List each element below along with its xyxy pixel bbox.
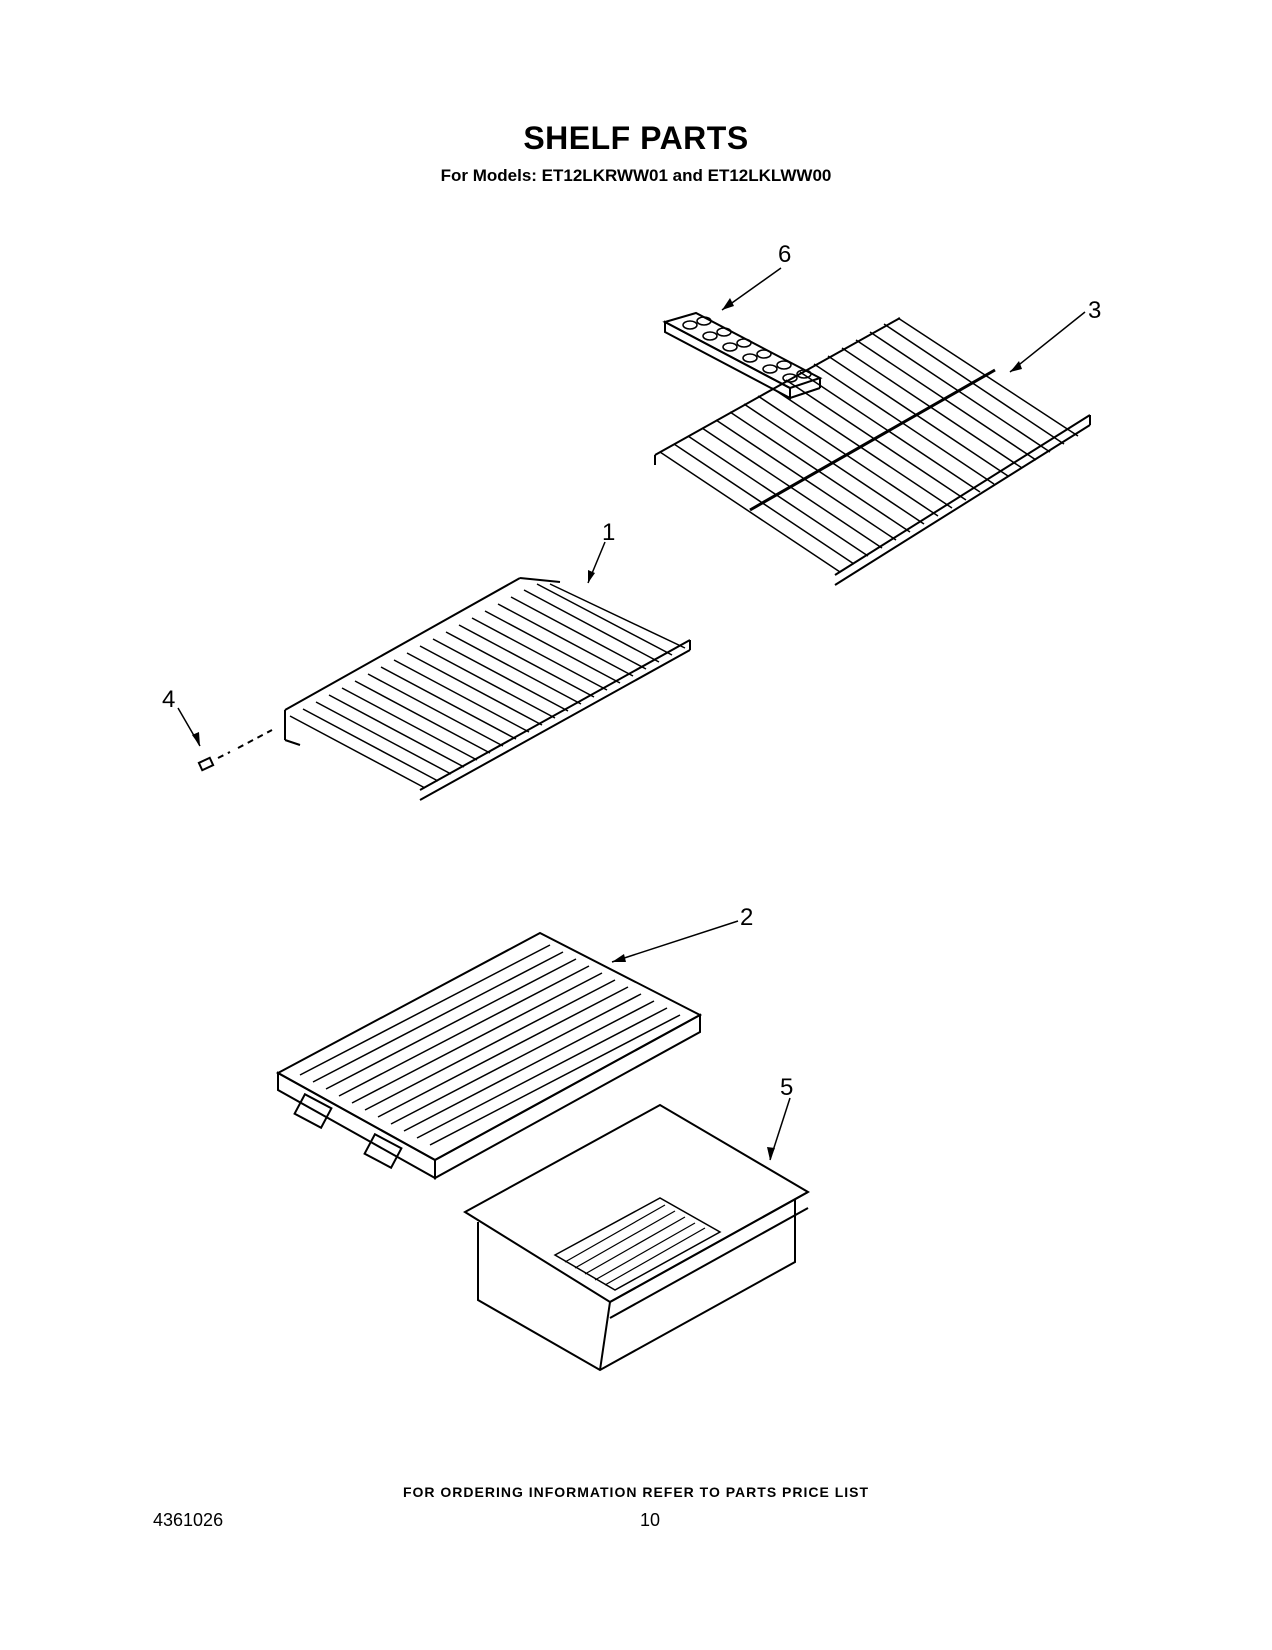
ice-tray-part [662,311,823,400]
callout-3: 3 [1088,297,1101,324]
ordering-info: FOR ORDERING INFORMATION REFER TO PARTS … [402,1484,870,1500]
page-title: SHELF PARTS [523,120,749,156]
top-wire-shelf-part [654,317,1091,586]
callout-2: 2 [740,904,753,931]
page-number: 10 [640,1510,661,1530]
document-number: 4361026 [153,1510,224,1530]
shelf-stop-pin-part [197,729,273,772]
page-subtitle: For Models: ET12LKRWW01 and ET12LKLWW00 [440,166,832,185]
crisper-pan-part [463,1103,811,1372]
wire-shelf-part [284,577,691,801]
callout-5: 5 [780,1074,793,1101]
callout-4: 4 [162,686,175,713]
callout-1: 1 [602,519,615,546]
callout-6: 6 [778,241,791,268]
crisper-cover-part [275,931,703,1180]
